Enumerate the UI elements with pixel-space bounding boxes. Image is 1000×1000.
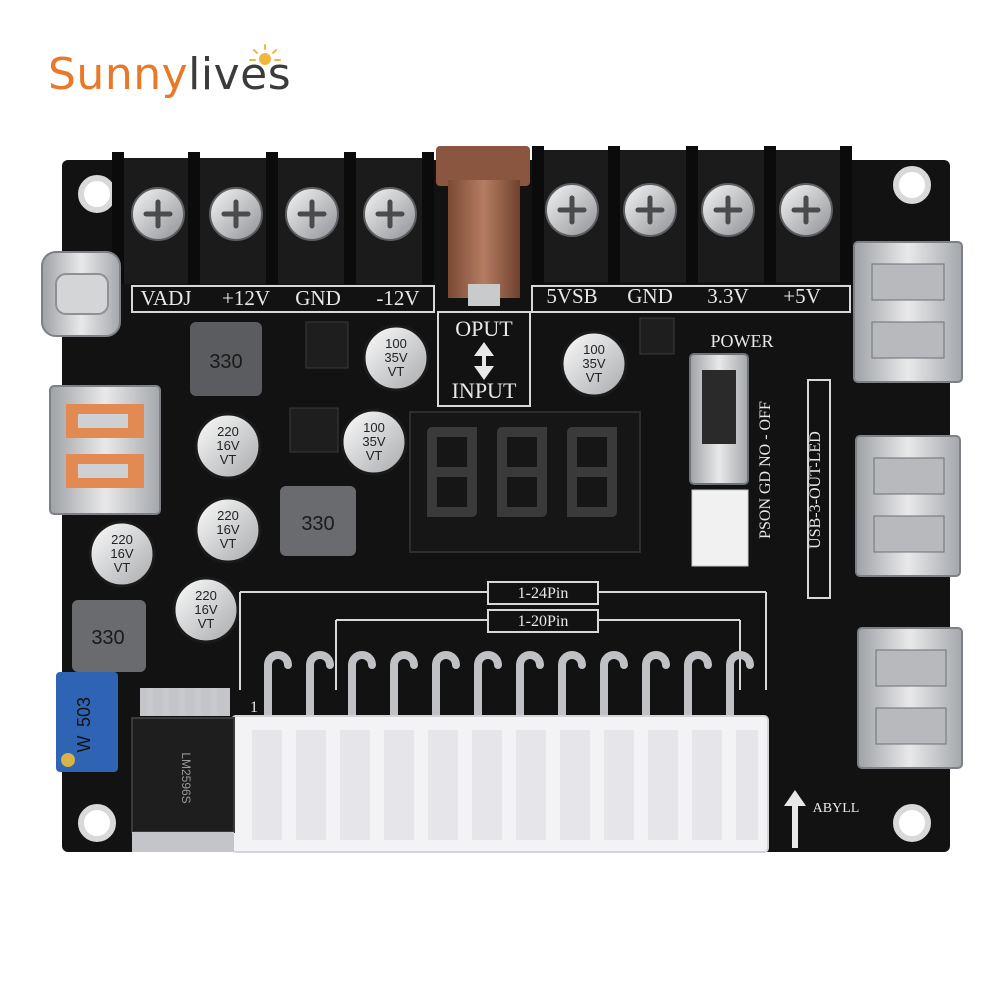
cap5-line1: 220 — [217, 508, 239, 523]
regulator-marking: LM2596S — [179, 752, 193, 803]
label-frames — [131, 285, 851, 407]
power-slide-switch — [689, 353, 749, 567]
inductor-marking-2: 330 — [301, 513, 334, 535]
usb-c-port — [41, 251, 121, 337]
cap2-line3: VT — [366, 448, 383, 463]
brand-logo: Sunny lives — [48, 36, 291, 100]
terminal-label-12v: +12V — [222, 286, 270, 310]
usb-label-frame — [807, 379, 831, 599]
cap7-line1: 220 — [195, 588, 217, 603]
cap4-line2: 16V — [216, 438, 239, 453]
ic-chips — [289, 317, 675, 453]
pin24-label: 1-24Pin — [518, 585, 569, 602]
terminal-label-5vsb: 5VSB — [546, 284, 597, 308]
usb-a-ports-right — [853, 241, 963, 769]
terminal-label-gnd-left: GND — [295, 286, 341, 310]
connector-slots — [252, 730, 758, 840]
pin-arrows — [239, 581, 767, 690]
terminal-label-33v: 3.3V — [707, 284, 748, 308]
cap4-line3: VT — [220, 452, 237, 467]
cap6-line3: VT — [114, 560, 131, 575]
inductor-marking-1: 330 — [209, 351, 242, 373]
abyll-marking: ABYLL — [813, 801, 860, 816]
cap4-line1: 220 — [217, 424, 239, 439]
cap2-line2: 35V — [362, 434, 385, 449]
cap1-line1: 100 — [385, 336, 407, 351]
output-label: OPUT — [455, 316, 513, 341]
cap6-line1: 220 — [111, 532, 133, 547]
switch-side-label: PSON GD NO - OFF — [757, 401, 774, 539]
brand-name-part2: lives — [188, 49, 292, 100]
cap2-line1: 100 — [363, 420, 385, 435]
sun-icon — [249, 44, 281, 65]
terminal-label-gnd-right: GND — [627, 284, 673, 308]
voltage-regulator — [131, 688, 235, 852]
screw-slots — [143, 195, 821, 229]
cap5-line3: VT — [220, 536, 237, 551]
up-arrow-icon — [784, 790, 806, 848]
potentiometer — [56, 672, 118, 772]
capacitors — [88, 324, 628, 644]
pot-marking: 503 — [74, 697, 94, 727]
cap6-line2: 16V — [110, 546, 133, 561]
dc-power-jack — [436, 146, 530, 306]
seven-segment-display — [409, 411, 641, 553]
atx-connector-pins — [264, 651, 754, 724]
up-down-arrow-icon — [474, 342, 494, 380]
cap7-line2: 16V — [194, 602, 217, 617]
cap5-line2: 16V — [216, 522, 239, 537]
pot-letter: W — [74, 736, 94, 753]
terminal-label-5v: +5V — [783, 284, 821, 308]
cap1-line3: VT — [388, 364, 405, 379]
cap3-line2: 35V — [582, 356, 605, 371]
cap3-line1: 100 — [583, 342, 605, 357]
terminal-label-minus12v: -12V — [376, 286, 419, 310]
usb-side-label: USB-3-OUT-LED — [807, 431, 824, 549]
cap1-line2: 35V — [384, 350, 407, 365]
inductor-marking-3: 330 — [91, 627, 124, 649]
terminal-label-vadj: VADJ — [141, 286, 192, 310]
input-label: INPUT — [452, 378, 517, 403]
inductors: 330 330 330 — [72, 322, 356, 672]
pin1-marking: 1 — [250, 699, 258, 716]
cap7-line3: VT — [198, 616, 215, 631]
brand-name-part1: Sunny — [48, 49, 189, 100]
power-label: POWER — [711, 331, 774, 351]
cap3-line3: VT — [586, 370, 603, 385]
usb-a-port-left — [49, 385, 161, 515]
pin20-label: 1-20Pin — [518, 613, 569, 630]
